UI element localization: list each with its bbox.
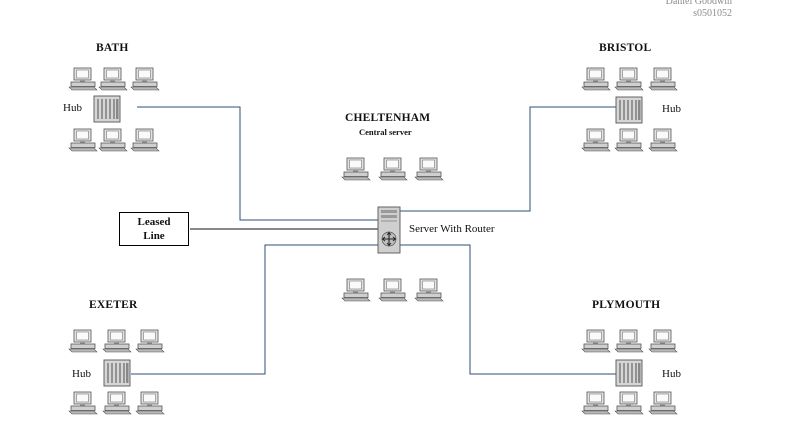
- computer-icon: [648, 391, 678, 415]
- computer-icon: [68, 329, 98, 353]
- author-credit: Daniel Goodwin s0501052: [620, 0, 732, 20]
- computer-icon: [98, 128, 128, 152]
- hub-label-exeter: Hub: [72, 368, 91, 380]
- network-links: [131, 106, 620, 375]
- leased-line-box: Leased Line: [119, 212, 189, 246]
- computer-icon: [341, 278, 371, 302]
- computer-icon: [648, 67, 678, 91]
- hub-label-plymouth: Hub: [662, 368, 681, 380]
- computer-icon: [614, 128, 644, 152]
- site-title-exeter: EXETER: [89, 299, 138, 311]
- computer-icon: [135, 329, 165, 353]
- computer-icon: [130, 128, 160, 152]
- site-title-cheltenham: CHELTENHAM: [345, 112, 431, 124]
- site-title-plymouth: PLYMOUTH: [592, 299, 661, 311]
- server-router-icon: [377, 206, 401, 254]
- computer-icon: [378, 278, 408, 302]
- hub-icon: [93, 95, 121, 123]
- server-router-label: Server With Router: [409, 223, 495, 235]
- hub-icon: [615, 359, 643, 387]
- link-bristol: [400, 106, 620, 212]
- author-name: Daniel Goodwin: [665, 0, 732, 7]
- computer-icon: [581, 128, 611, 152]
- leased-line-label-2: Line: [143, 230, 165, 242]
- bath-group: [68, 67, 160, 152]
- computer-icon: [581, 329, 611, 353]
- computer-icon: [581, 67, 611, 91]
- computer-icon: [378, 157, 408, 181]
- link-exeter: [131, 244, 378, 375]
- site-subtitle-cheltenham: Central server: [359, 127, 412, 137]
- cheltenham-group: [341, 157, 444, 302]
- computer-icon: [98, 67, 128, 91]
- site-title-bath: BATH: [96, 42, 129, 54]
- computer-icon: [130, 67, 160, 91]
- hub-label-bath: Hub: [63, 102, 82, 114]
- computer-icon: [68, 128, 98, 152]
- hub-icon: [615, 96, 643, 124]
- computer-icon: [648, 329, 678, 353]
- computer-icon: [614, 329, 644, 353]
- computer-icon: [102, 391, 132, 415]
- computer-icon: [414, 157, 444, 181]
- hub-icon: [103, 359, 131, 387]
- computer-icon: [68, 67, 98, 91]
- computer-icon: [614, 67, 644, 91]
- computer-icon: [68, 391, 98, 415]
- computer-icon: [614, 391, 644, 415]
- link-bath: [137, 106, 378, 221]
- computer-icon: [102, 329, 132, 353]
- computer-icon: [648, 128, 678, 152]
- site-title-bristol: BRISTOL: [599, 42, 652, 54]
- hub-label-bristol: Hub: [662, 103, 681, 115]
- leased-line-label-1: Leased: [137, 216, 171, 228]
- computer-icon: [135, 391, 165, 415]
- author-id: s0501052: [693, 8, 732, 19]
- computer-icon: [341, 157, 371, 181]
- computer-icon: [581, 391, 611, 415]
- computer-icon: [414, 278, 444, 302]
- link-plymouth: [400, 244, 620, 375]
